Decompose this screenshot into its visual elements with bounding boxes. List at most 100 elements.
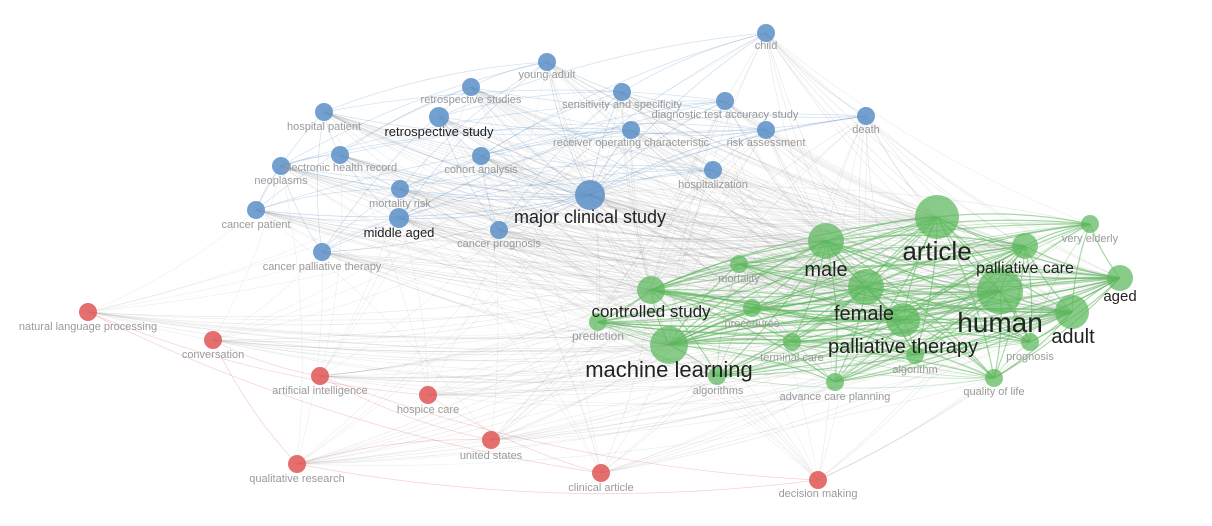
edge-child-cohort-analysis <box>480 32 767 157</box>
edge-advance-care-planning-palliative-care <box>834 245 1026 383</box>
label-natural-language-processing: natural language processing <box>19 321 157 333</box>
label-hospital-patient: hospital patient <box>287 121 361 133</box>
node-receiver-operating-characteristic[interactable] <box>622 121 640 139</box>
node-procedures[interactable] <box>743 299 761 317</box>
node-algorithm[interactable] <box>906 346 924 364</box>
edge-hospice-care-palliative-therapy <box>427 319 904 396</box>
edge-cancer-prognosis-machine-learning <box>498 229 670 346</box>
node-cohort-analysis[interactable] <box>472 147 490 165</box>
node-prediction[interactable] <box>589 313 607 331</box>
label-child: child <box>755 40 778 52</box>
node-prognosis[interactable] <box>1021 333 1039 351</box>
node-sensitivity-and-specificity[interactable] <box>613 83 631 101</box>
node-diagnostic-test-accuracy-study[interactable] <box>716 92 734 110</box>
edge-retrospective-study-death <box>438 115 867 134</box>
node-clinical-article[interactable] <box>592 464 610 482</box>
node-human[interactable] <box>977 268 1023 314</box>
edge-mortality-aged <box>738 263 1121 288</box>
node-article[interactable] <box>915 195 959 239</box>
edge-conversation-palliative-care <box>212 245 1026 343</box>
edge-mortality-prediction <box>597 263 740 323</box>
node-young-adult[interactable] <box>538 53 556 71</box>
edge-mortality-risk-cancer-patient <box>255 188 401 211</box>
edge-retrospective-studies-cancer-palliative-therapy <box>321 86 472 253</box>
edge-electronic-health-record-major-clinical-study <box>339 154 591 196</box>
node-risk-assessment[interactable] <box>757 121 775 139</box>
node-cancer-patient[interactable] <box>247 201 265 219</box>
node-death[interactable] <box>857 107 875 125</box>
node-mortality[interactable] <box>730 255 748 273</box>
edge-advance-care-planning-aged <box>834 277 1121 383</box>
edge-hospice-care-very-elderly <box>427 223 1091 396</box>
edge-terminal-care-major-clinical-study <box>589 194 793 343</box>
edge-prognosis-advance-care-planning <box>834 341 1031 383</box>
edge-hospitalization-female <box>712 169 867 288</box>
label-article: article <box>902 236 971 266</box>
node-natural-language-processing[interactable] <box>79 303 97 321</box>
node-electronic-health-record[interactable] <box>331 146 349 164</box>
node-hospital-patient[interactable] <box>315 103 333 121</box>
node-algorithms[interactable] <box>708 367 726 385</box>
node-major-clinical-study[interactable] <box>575 180 605 210</box>
label-death: death <box>852 124 880 136</box>
node-very-elderly[interactable] <box>1081 215 1099 233</box>
node-child[interactable] <box>757 24 775 42</box>
edge-retrospective-studies-hospitalization <box>470 86 714 171</box>
label-conversation: conversation <box>182 349 244 361</box>
node-palliative-therapy[interactable] <box>886 303 920 337</box>
edge-mortality-risk-advance-care-planning <box>399 188 836 383</box>
edge-child-human <box>765 32 1001 292</box>
edge-prognosis-algorithm <box>914 341 1031 356</box>
node-advance-care-planning[interactable] <box>826 373 844 391</box>
node-artificial-intelligence[interactable] <box>311 367 329 385</box>
node-cancer-prognosis[interactable] <box>490 221 508 239</box>
node-hospice-care[interactable] <box>419 386 437 404</box>
edge-sensitivity-and-specificity-palliative-care <box>621 91 1026 247</box>
edge-cancer-patient-article <box>255 209 938 242</box>
edge-neoplasms-machine-learning <box>280 165 670 346</box>
node-controlled-study[interactable] <box>637 276 665 304</box>
node-middle-aged[interactable] <box>389 208 409 228</box>
node-hospitalization[interactable] <box>704 161 722 179</box>
edge-sensitivity-and-specificity-death <box>621 91 867 118</box>
node-terminal-care[interactable] <box>783 333 801 351</box>
node-retrospective-studies[interactable] <box>462 78 480 96</box>
edge-artificial-intelligence-male <box>319 240 827 377</box>
edge-hospice-care-advance-care-planning <box>427 381 836 406</box>
node-qualitative-research[interactable] <box>288 455 306 473</box>
edge-mortality-palliative-therapy <box>738 263 904 321</box>
node-male[interactable] <box>808 223 844 259</box>
node-cancer-palliative-therapy[interactable] <box>313 243 331 261</box>
node-adult[interactable] <box>1055 295 1089 329</box>
edge-prediction-algorithm <box>597 321 916 357</box>
node-female[interactable] <box>848 269 884 305</box>
node-machine-learning[interactable] <box>650 326 688 364</box>
edge-cancer-patient-middle-aged <box>255 209 400 221</box>
edge-receiver-operating-characteristic-middle-aged <box>398 129 632 219</box>
node-united-states[interactable] <box>482 431 500 449</box>
edge-risk-assessment-prediction <box>597 129 767 323</box>
edge-young-adult-male <box>546 61 827 242</box>
node-conversation[interactable] <box>204 331 222 349</box>
edge-retrospective-studies-controlled-study <box>470 86 652 291</box>
node-decision-making[interactable] <box>809 471 827 489</box>
node-aged[interactable] <box>1107 265 1133 291</box>
edge-artificial-intelligence-decision-making <box>319 375 819 481</box>
node-mortality-risk[interactable] <box>391 180 409 198</box>
edge-receiver-operating-characteristic-quality-of-life <box>630 129 995 379</box>
node-neoplasms[interactable] <box>272 157 290 175</box>
node-retrospective-study[interactable] <box>429 107 449 127</box>
edge-natural-language-processing-very-elderly <box>87 223 1091 321</box>
node-quality-of-life[interactable] <box>985 369 1003 387</box>
edge-procedures-prediction <box>597 306 753 323</box>
edge-diagnostic-test-accuracy-study-terminal-care <box>724 100 793 343</box>
edge-hospice-care-machine-learning <box>427 344 670 396</box>
edge-middle-aged-controlled-study <box>398 217 652 291</box>
edge-advance-care-planning-machine-learning <box>668 344 836 383</box>
edge-risk-assessment-cancer-patient <box>255 129 767 211</box>
edge-clinical-article-controlled-study <box>600 289 652 474</box>
node-palliative-care[interactable] <box>1012 233 1038 259</box>
edge-qualitative-research-terminal-care <box>296 341 793 465</box>
edge-risk-assessment-major-clinical-study <box>589 129 767 196</box>
